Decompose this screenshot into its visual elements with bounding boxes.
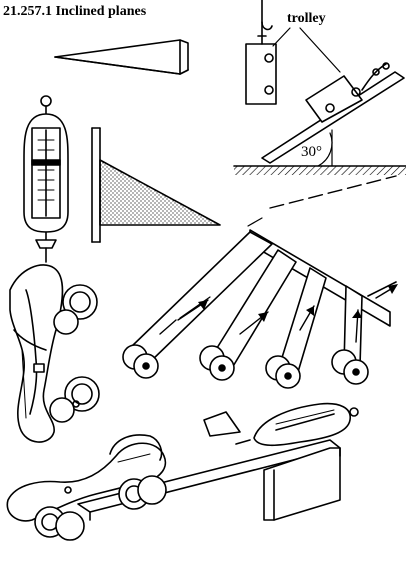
trolley-leader-line-1 <box>273 28 290 46</box>
board-with-rollers <box>123 176 398 388</box>
roller-strip-4 <box>332 286 368 384</box>
angle-label: 30° <box>301 144 322 160</box>
figure-title: 21.257.1 Inclined planes <box>3 4 147 19</box>
trolley-on-ramp <box>306 63 389 122</box>
hook-and-spring-balance <box>246 0 276 104</box>
roller-strip-3 <box>266 268 326 388</box>
bottom-ramp-with-skate <box>7 404 358 540</box>
roller-skate-vertical <box>10 265 99 442</box>
ground <box>234 166 406 175</box>
trolley-label: trolley <box>287 11 326 26</box>
wedge <box>55 40 188 74</box>
inclined-ramp <box>262 63 404 166</box>
roller-strip-2 <box>200 250 296 380</box>
dotted-triangle <box>92 128 220 242</box>
vertical-spring-balance <box>24 96 68 262</box>
trolley-leader-line-2 <box>300 28 340 72</box>
roller-strip-1 <box>123 232 272 378</box>
